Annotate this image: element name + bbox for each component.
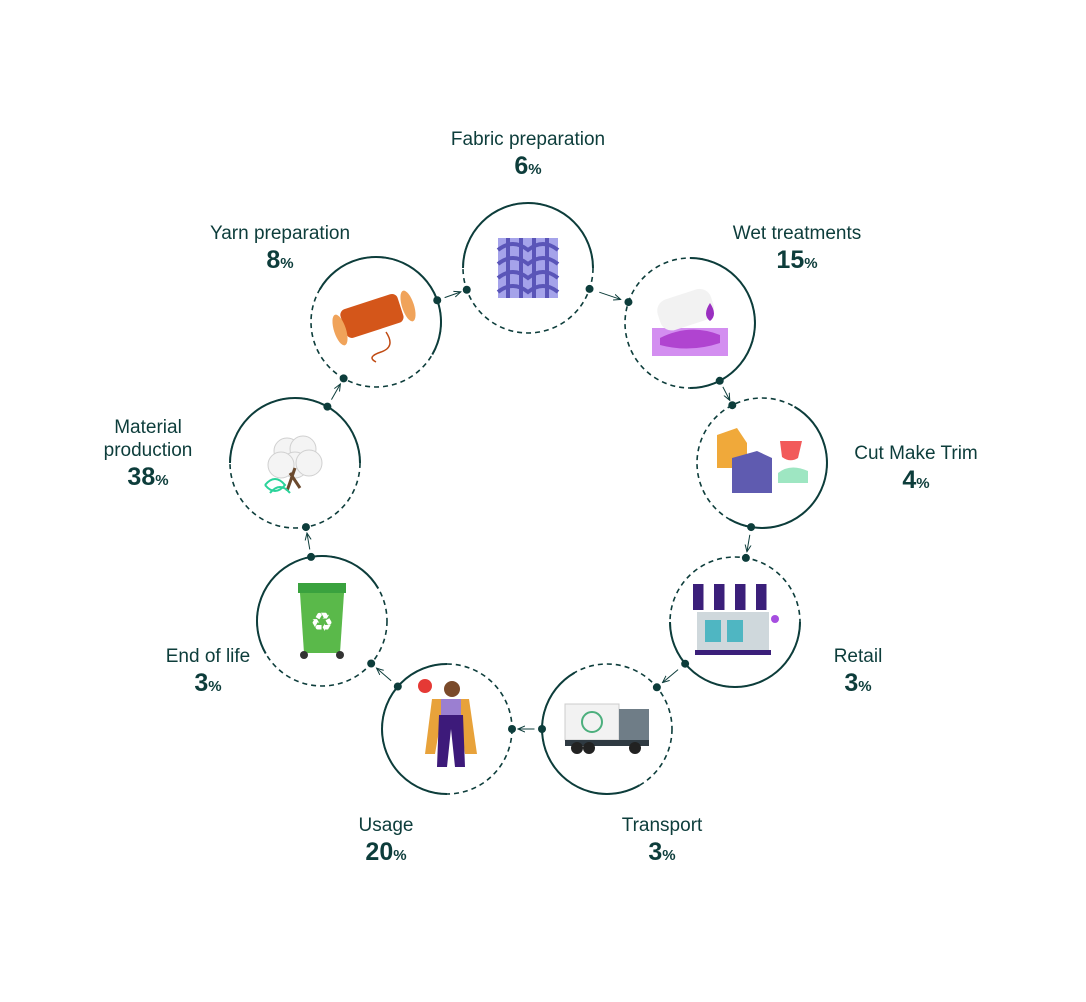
solid-arc [541, 671, 640, 795]
connector-dot [393, 682, 402, 691]
solid-arc [729, 405, 828, 529]
stage-name: Retail [833, 646, 883, 667]
dashed-ring [256, 555, 388, 687]
garments-icon [717, 428, 808, 493]
yarn-spool-icon [332, 290, 416, 363]
percentage-value: 38 [127, 463, 156, 491]
svg-text:♻: ♻ [310, 607, 333, 637]
stage-ring-yarn-preparation [310, 256, 442, 388]
percent-sign: % [155, 472, 169, 489]
connector-dot [301, 523, 310, 532]
connector-dot [323, 402, 332, 411]
percent-sign: % [528, 161, 542, 178]
connector-dot [624, 298, 633, 307]
connector-dot [715, 376, 724, 385]
stage-name: Fabric preparation [450, 129, 606, 150]
stage-percentage: 3% [834, 668, 883, 702]
percentage-value: 3 [648, 838, 663, 866]
percent-sign: % [858, 678, 872, 695]
connector-dot [538, 725, 546, 733]
stage-name: Material production [103, 417, 193, 461]
stage-percentage: 8% [210, 245, 350, 279]
percentage-value: 8 [266, 246, 281, 274]
connector-dot [652, 683, 661, 692]
percentage-value: 6 [514, 152, 529, 180]
stage-percentage: 4% [854, 465, 978, 499]
stage-name: Yarn preparation [209, 223, 351, 244]
connector-dot [681, 659, 690, 668]
connector-dot [585, 284, 594, 293]
flow-arrow [663, 669, 679, 683]
connector-dot [462, 285, 471, 294]
stage-name: End of life [165, 646, 251, 667]
percentage-value: 3 [844, 669, 859, 697]
percent-sign: % [393, 847, 407, 864]
stage-name: Wet treatments [732, 223, 862, 244]
percent-sign: % [280, 255, 294, 272]
solid-arc [318, 256, 442, 355]
percent-sign: % [662, 847, 676, 864]
flow-arrow [599, 291, 620, 299]
person-icon [418, 679, 477, 767]
stage-ring-transport [541, 663, 673, 795]
percent-sign: % [804, 255, 818, 272]
electric-truck-icon [564, 703, 649, 754]
connector-dot [307, 552, 316, 561]
percent-sign: % [916, 475, 930, 492]
stage-percentage: 3% [166, 668, 251, 702]
connector-dot [339, 374, 348, 383]
connector-dot [728, 401, 737, 410]
fabric-icon [496, 238, 560, 298]
connector-dot [741, 553, 750, 562]
stage-percentage: 38% [104, 462, 193, 496]
connector-dot [433, 296, 442, 305]
stage-name: Cut Make Trim [854, 443, 978, 464]
dye-roll-icon [652, 288, 728, 356]
connector-dot [747, 523, 756, 532]
stage-percentage: 3% [622, 837, 703, 871]
stage-percentage: 15% [733, 245, 861, 279]
flow-arrow [331, 384, 340, 400]
solid-arc [669, 621, 801, 688]
stage-ring-end-of-life [256, 555, 388, 687]
stage-ring-fabric-preparation [462, 202, 594, 334]
flow-arrow [307, 533, 310, 550]
stage-ring-retail [669, 556, 801, 688]
cotton-icon [264, 435, 323, 494]
stage-percentage: 20% [359, 837, 414, 871]
stage-name: Transport [621, 815, 703, 836]
solid-arc [381, 663, 448, 795]
stage-name: Usage [358, 815, 414, 836]
flow-arrow [722, 386, 730, 400]
percentage-value: 15 [776, 246, 805, 274]
connector-dot [508, 725, 516, 733]
percent-sign: % [208, 678, 222, 695]
shop-icon [693, 584, 779, 655]
solid-arc [256, 555, 380, 654]
percentage-value: 20 [365, 838, 394, 866]
stage-ring-material-production [229, 397, 361, 529]
percentage-value: 3 [194, 669, 209, 697]
connector-dot [367, 659, 376, 668]
flow-arrow [377, 668, 392, 682]
recycle-bin-icon: ♻ [298, 583, 346, 659]
flow-arrow [444, 292, 461, 299]
percentage-value: 4 [902, 466, 917, 494]
flow-arrow [747, 534, 750, 552]
solid-arc [229, 397, 361, 464]
solid-arc [462, 202, 594, 269]
stage-percentage: 6% [451, 151, 605, 185]
stage-ring-cut-make-trim [696, 397, 828, 529]
